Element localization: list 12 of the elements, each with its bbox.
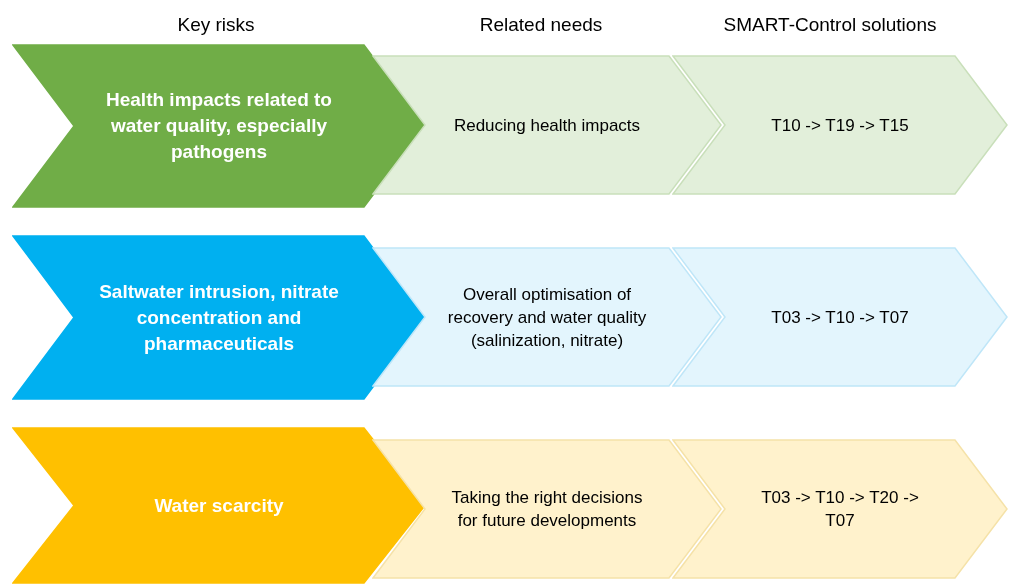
need-text: Overall optimisation of recovery and water quality (salinization, nitrate) (446, 283, 648, 352)
solution-text: T10 -> T19 -> T15 (771, 114, 909, 137)
solution-text: T03 -> T10 -> T20 -> T07 (760, 487, 920, 532)
column-header: SMART-Control solutions (723, 14, 937, 36)
column-header: Related needs (479, 14, 603, 36)
risk-text: Health impacts related to water quality, especially pathogens (105, 88, 333, 164)
column-header: Key risks (177, 14, 255, 36)
risk-text: Saltwater intrusion, nitrate concentration and pharmaceuticals (98, 279, 340, 356)
need-text: Reducing health impacts (453, 114, 641, 137)
need-text: Taking the right decisions for future developments (450, 487, 644, 532)
risk-text: Water scarcity (154, 493, 284, 518)
solution-text: T03 -> T10 -> T07 (771, 306, 909, 329)
